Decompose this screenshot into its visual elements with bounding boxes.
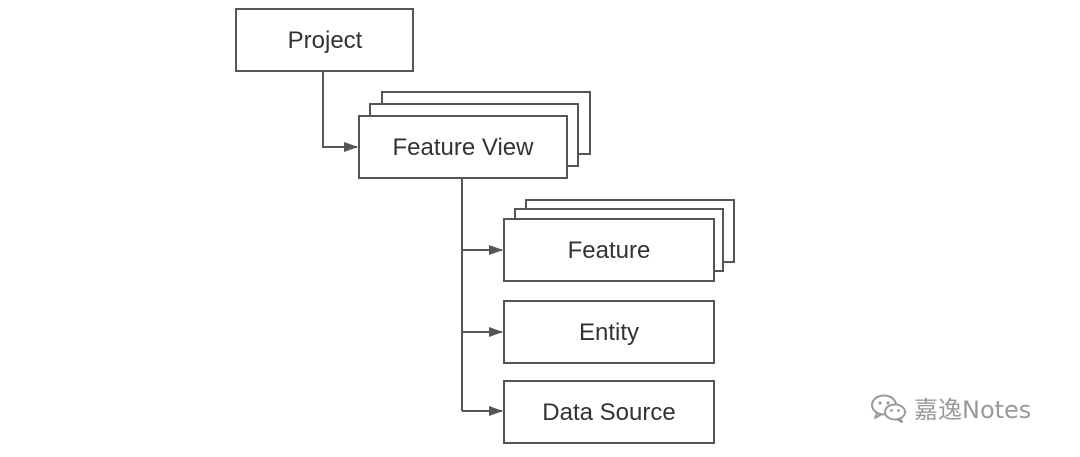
edge-project-to-feature-view (322, 71, 358, 152)
data-source-label: Data Source (542, 399, 675, 426)
feature-view-node: Feature View (358, 91, 591, 179)
project-label: Project (288, 27, 363, 54)
project-node: Project (235, 8, 414, 72)
feature-box (503, 218, 715, 282)
entity-label: Entity (579, 319, 639, 346)
feature-label: Feature (568, 237, 651, 264)
wechat-icon (870, 393, 908, 423)
entity-box (503, 300, 715, 364)
feature-node: Feature (503, 199, 735, 282)
watermark: 嘉逸Notes (870, 390, 1031, 425)
data-source-box (503, 380, 715, 444)
data-source-node: Data Source (503, 380, 715, 444)
feature-view-label: Feature View (393, 134, 535, 161)
watermark-text: 嘉逸Notes (914, 396, 1032, 424)
entity-node: Entity (503, 300, 715, 364)
project-box (235, 8, 414, 72)
feature-view-box (358, 115, 568, 179)
